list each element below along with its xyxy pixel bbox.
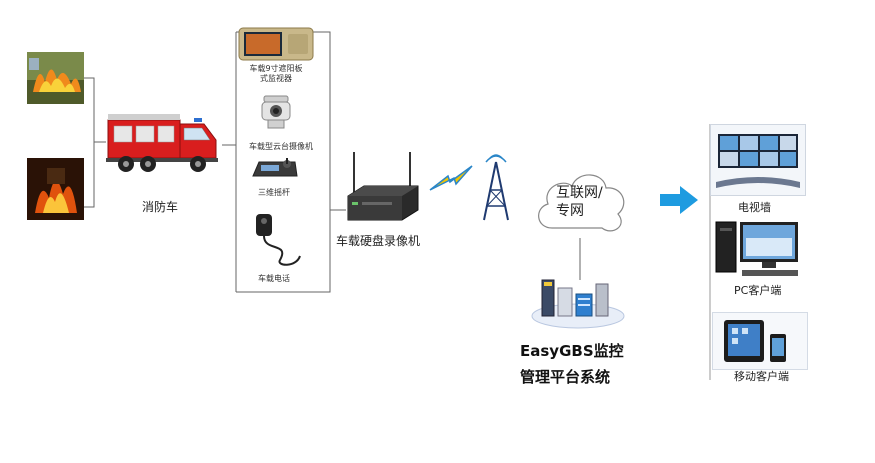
network-label: 互联网/ 专网 xyxy=(556,184,603,220)
fire-scene-photo-top xyxy=(27,52,84,104)
car-phone-label: 车载电话 xyxy=(258,274,290,283)
antenna-tower-icon xyxy=(483,154,509,221)
ptz-camera xyxy=(258,94,294,130)
antenna-tower xyxy=(478,152,514,222)
fire-scene-photo xyxy=(27,158,84,220)
sun-visor-monitor-label-line1: 车载9寸遮阳板 xyxy=(249,64,303,73)
mobile-client-label: 移动客户端 xyxy=(734,370,789,383)
joystick-label: 三维摇杆 xyxy=(258,188,290,197)
pc-client xyxy=(714,218,800,280)
dvr-label: 车载硬盘录像机 xyxy=(336,234,421,248)
network-label-line1: 互联网/ xyxy=(556,185,603,201)
sun-visor-monitor-icon xyxy=(238,27,314,61)
right-arrow-icon xyxy=(660,186,698,214)
platform-label-line1: EasyGBS监控 xyxy=(520,342,624,360)
video-wall-label: 电视墙 xyxy=(738,201,771,214)
cloud-icon xyxy=(538,174,625,232)
devices-bracket-bottom xyxy=(236,250,331,293)
fire-truck-icon xyxy=(106,114,218,172)
car-phone-icon xyxy=(256,214,301,266)
pc-icon xyxy=(715,221,798,276)
car-phone xyxy=(250,212,306,270)
platform-label: EasyGBS监控 管理平台系统 xyxy=(520,338,624,390)
joystick xyxy=(251,156,299,180)
dvr-box-icon xyxy=(347,152,419,221)
joystick-icon xyxy=(252,158,298,177)
fire-truck xyxy=(104,104,222,176)
fire-scene-photo xyxy=(27,52,84,104)
photo-bracket-line xyxy=(84,77,95,208)
sun-visor-monitor xyxy=(238,26,314,62)
dvr xyxy=(344,150,420,224)
lightning-bolt-icon xyxy=(429,165,473,191)
network-label-line2: 专网 xyxy=(556,203,584,219)
server-stack-icon xyxy=(531,279,625,329)
mobile-client xyxy=(712,312,808,370)
sun-visor-monitor-label-line2: 式监视器 xyxy=(260,74,292,83)
video-wall-client xyxy=(710,124,806,196)
pc-client-label: PC客户端 xyxy=(734,284,782,297)
fire-scene-photo-bottom xyxy=(27,158,84,220)
fire-truck-label: 消防车 xyxy=(142,200,179,214)
output-arrow xyxy=(660,186,698,214)
platform-label-line2: 管理平台系统 xyxy=(520,368,611,386)
sun-visor-monitor-label: 车载9寸遮阳板 式监视器 xyxy=(240,64,312,84)
platform-servers xyxy=(526,274,626,330)
video-wall-icon xyxy=(710,124,806,196)
tablet-phone-icon xyxy=(712,312,808,370)
wireless-link xyxy=(428,164,476,194)
ptz-camera-icon xyxy=(261,95,291,129)
ptz-camera-label: 车载型云台摄像机 xyxy=(249,142,313,151)
network-cloud: 互联网/ 专网 xyxy=(532,164,632,240)
